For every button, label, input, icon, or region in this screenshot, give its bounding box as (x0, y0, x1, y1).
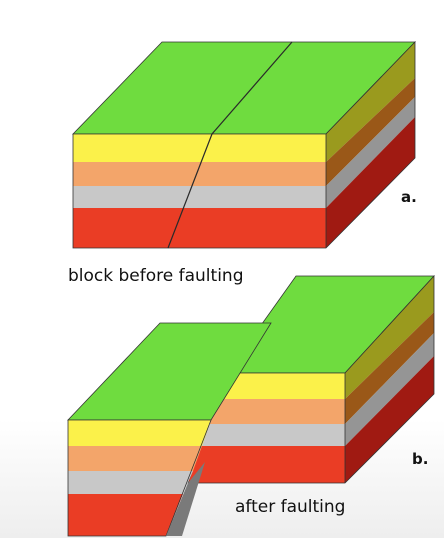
side-gray-layer (326, 97, 415, 208)
front-yellow-layer (73, 134, 326, 162)
front-gray-layer (73, 186, 326, 208)
fault-line (167, 41, 293, 249)
lower-front-gray (68, 471, 193, 494)
lower-front-yellow (68, 420, 211, 446)
downthrown-block (67, 322, 272, 537)
fault-gap-shadow (166, 462, 205, 536)
raised-side-gray (345, 333, 434, 446)
panel-b-label: b. (412, 450, 429, 468)
raised-front-yellow (218, 373, 345, 399)
raised-block (187, 274, 435, 484)
panel-b-caption: after faulting (235, 497, 346, 517)
raised-side-orange (345, 312, 434, 424)
front-red-layer (73, 208, 326, 248)
side-yellow-layer (326, 42, 415, 162)
block-before-faulting (72, 41, 416, 249)
block-after-faulting (67, 274, 435, 537)
raised-front-gray (201, 424, 345, 446)
raised-side-red (345, 356, 434, 483)
lower-front-orange (68, 446, 202, 471)
lower-front-red (68, 494, 183, 536)
raised-side-yellow (345, 276, 434, 399)
panel-a-label: a. (401, 188, 417, 206)
panel-a-caption: block before faulting (68, 266, 244, 286)
side-orange-layer (326, 78, 415, 186)
side-red-layer (326, 117, 415, 248)
raised-front-red (188, 446, 345, 483)
raised-front-orange (210, 399, 345, 424)
